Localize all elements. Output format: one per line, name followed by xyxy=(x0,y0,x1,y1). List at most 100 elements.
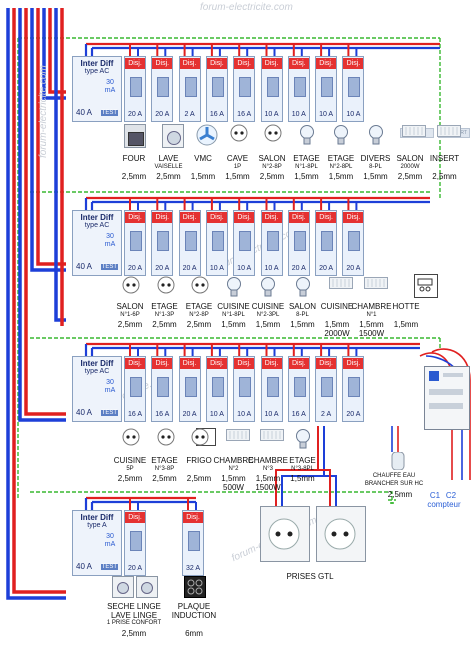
breaker-toggle[interactable] xyxy=(321,231,334,251)
breaker-rating: 10 A xyxy=(237,265,252,272)
breaker-rating: 20 A xyxy=(127,111,142,118)
breaker-label: Disj. xyxy=(234,58,255,69)
diff-type: type AC xyxy=(84,368,110,375)
circuit-breaker[interactable]: Disj.16 A xyxy=(124,356,146,422)
circuit-breaker[interactable]: Disj.10 A xyxy=(233,210,256,276)
breaker-label: Disj. xyxy=(288,58,309,69)
breaker-toggle[interactable] xyxy=(188,531,200,551)
differential-switch-row3[interactable]: Inter Diff type AC 30 mA 40 A TEST xyxy=(72,356,122,422)
row2-item-name: ETAGE xyxy=(151,302,178,311)
row2-item-section: 1,5mm xyxy=(324,320,350,329)
breaker-label: Disj. xyxy=(288,212,309,223)
breaker-toggle[interactable] xyxy=(130,377,142,397)
circuit-breaker[interactable]: Disj.20 A xyxy=(124,210,146,276)
breaker-toggle[interactable] xyxy=(211,377,224,397)
breaker-toggle[interactable] xyxy=(293,231,306,251)
breaker-toggle[interactable] xyxy=(184,231,197,251)
breaker-toggle[interactable] xyxy=(239,231,252,251)
row2-item-name: CUISINE xyxy=(251,302,285,311)
circuit-breaker[interactable]: Disj.10 A xyxy=(260,356,283,422)
circuit-breaker[interactable]: Disj.32 A xyxy=(182,510,204,576)
breaker-toggle[interactable] xyxy=(239,77,252,97)
circuit-breaker[interactable]: Disj.20 A xyxy=(342,356,365,422)
differential-switch-row4[interactable]: Inter Diff type A 30 mA 40 A TEST xyxy=(72,510,122,576)
row2-item-section: 1,5mm xyxy=(221,320,246,329)
circuit-breaker[interactable]: Disj.20 A xyxy=(178,210,201,276)
circuit-breaker[interactable]: Disj.10 A xyxy=(315,56,338,122)
breaker-label: Disj. xyxy=(179,358,200,369)
breaker-rating: 20 A xyxy=(291,265,306,272)
outlet-icon xyxy=(191,276,209,299)
breaker-label: Disj. xyxy=(179,212,200,223)
test-button[interactable]: TEST xyxy=(100,264,118,270)
circuit-breaker[interactable]: Disj.16 A xyxy=(151,356,174,422)
diff-rating: 40 A xyxy=(76,562,93,571)
diff-rating: 40 A xyxy=(76,262,93,271)
breaker-toggle[interactable] xyxy=(239,377,252,397)
test-button[interactable]: TEST xyxy=(100,564,118,570)
row1-item-sub: 1P xyxy=(233,164,242,170)
breaker-toggle[interactable] xyxy=(266,377,279,397)
circuit-breaker[interactable]: Disj.20 A xyxy=(315,210,338,276)
circuit-breaker[interactable]: Disj.20 A xyxy=(151,56,174,122)
circuit-breaker[interactable]: Disj.20 A xyxy=(342,210,365,276)
circuit-breaker[interactable]: Disj.10 A xyxy=(260,56,283,122)
differential-switch-row2[interactable]: Inter Diff type AC 30 mA 40 A TEST xyxy=(72,210,122,276)
breaker-toggle[interactable] xyxy=(293,377,306,397)
circuit-breaker[interactable]: Disj.16 A xyxy=(205,56,228,122)
breaker-toggle[interactable] xyxy=(211,77,224,97)
differential-switch-row1[interactable]: Inter Diff type AC 30 mA 40 A TEST xyxy=(72,56,122,122)
circuit-breaker[interactable]: Disj.16 A xyxy=(287,356,310,422)
breaker-toggle[interactable] xyxy=(321,77,334,97)
breaker-label: Disj. xyxy=(261,212,282,223)
diff-name: Inter Diff xyxy=(80,513,114,522)
row1-item-name: CAVE xyxy=(226,154,249,163)
circuit-breaker[interactable]: Disj.2 A xyxy=(178,56,201,122)
heater-icon xyxy=(225,428,250,446)
circuit-breaker[interactable]: Disj.10 A xyxy=(205,356,228,422)
breaker-toggle[interactable] xyxy=(348,377,361,397)
breaker-toggle[interactable] xyxy=(293,77,306,97)
circuit-breaker[interactable]: Disj.20 A xyxy=(178,356,201,422)
circuit-breaker[interactable]: Disj.16 A xyxy=(233,56,256,122)
circuit-breaker[interactable]: Disj.2 A xyxy=(315,356,338,422)
feed-cables xyxy=(6,8,66,600)
breaker-toggle[interactable] xyxy=(184,77,197,97)
circuit-breaker[interactable]: Disj.10 A xyxy=(342,56,365,122)
circuit-breaker[interactable]: Disj.10 A xyxy=(287,56,310,122)
row1-item-name: LAVE xyxy=(158,154,179,163)
breaker-rating: 16 A xyxy=(155,411,170,418)
row2-item-section: 1,5mm xyxy=(255,320,281,329)
row2-item-sub: N°1-6P xyxy=(120,312,140,318)
test-button[interactable]: TEST xyxy=(100,410,118,416)
breaker-toggle[interactable] xyxy=(157,77,170,97)
breaker-toggle[interactable] xyxy=(184,377,197,397)
test-button[interactable]: TEST xyxy=(100,110,118,116)
breaker-rating: 20 A xyxy=(155,111,170,118)
breaker-toggle[interactable] xyxy=(130,77,142,97)
breaker-toggle[interactable] xyxy=(130,531,142,551)
circuit-breaker[interactable]: Disj. 20 A xyxy=(287,210,310,276)
circuit-breaker[interactable]: Disj.20 A xyxy=(124,56,146,122)
breaker-toggle[interactable] xyxy=(211,231,224,251)
breaker-toggle[interactable] xyxy=(157,231,170,251)
breaker-toggle[interactable] xyxy=(157,377,170,397)
breaker-toggle[interactable] xyxy=(130,231,142,251)
circuit-breaker[interactable]: Disj.20 A xyxy=(151,210,174,276)
breaker-toggle[interactable] xyxy=(348,77,361,97)
circuit-breaker[interactable]: Disj.10 A xyxy=(233,356,256,422)
circuit-breaker[interactable]: Disj.20 A xyxy=(124,510,146,576)
row3-item-name: ETAGE xyxy=(151,456,178,465)
water-heater-section: 2,5mm xyxy=(387,490,413,499)
breaker-toggle[interactable] xyxy=(321,377,334,397)
breaker-label: Disj. xyxy=(206,212,227,223)
circuit-breaker[interactable]: Disj.10 A xyxy=(260,210,283,276)
breaker-toggle[interactable] xyxy=(266,77,279,97)
breaker-label: Disj. xyxy=(183,512,203,523)
breaker-toggle[interactable] xyxy=(348,231,361,251)
bulb-icon xyxy=(260,276,276,303)
watermark-text: forum-electricite.com xyxy=(38,65,49,158)
circuit-breaker[interactable]: Disj.10 A xyxy=(205,210,228,276)
breaker-toggle[interactable] xyxy=(266,231,279,251)
breaker-rating: 10 A xyxy=(264,111,279,118)
